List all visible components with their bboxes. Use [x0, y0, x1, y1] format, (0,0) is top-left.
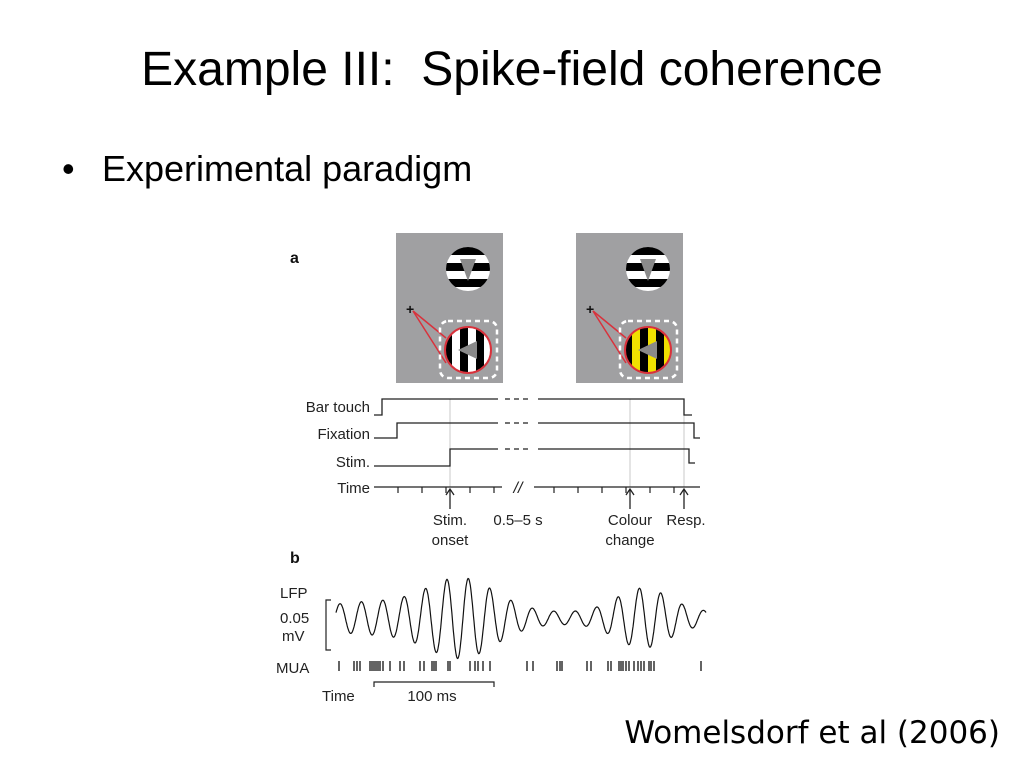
bullet-item: • Experimental paradigm	[62, 148, 472, 190]
panel-b-label: b	[290, 550, 300, 567]
slide-title: Example III: Spike-field coherence	[141, 43, 883, 96]
mua-label: MUA	[276, 660, 309, 677]
attention-box	[618, 319, 679, 380]
time-label: Time	[322, 688, 355, 705]
scale-value-label: 0.05	[280, 610, 309, 627]
axis-break-mark: //	[513, 480, 524, 497]
display-panel-initial: +	[396, 233, 503, 383]
target-marker-circle	[624, 326, 672, 374]
marker-line	[592, 310, 627, 339]
row-label-bar-touch: Bar touch	[306, 399, 370, 416]
event-label-stim-onset: onset	[432, 532, 470, 549]
panel-a-label: a	[290, 250, 299, 267]
display-panel-colour-change: +	[576, 233, 683, 383]
event-label-stim-onset: Stim.	[433, 512, 467, 529]
trace-bar-touch	[538, 398, 692, 416]
row-label-time: Time	[337, 480, 370, 497]
lfp-label: LFP	[280, 585, 308, 602]
citation: Womelsdorf et al (2006)	[624, 715, 1000, 751]
row-label-fixation: Fixation	[317, 426, 370, 443]
marker-line	[592, 310, 627, 364]
arrow-left-icon	[458, 341, 477, 359]
trace-bar-touch	[374, 398, 498, 416]
trace-stim	[538, 448, 695, 464]
bullet-text: Experimental paradigm	[102, 148, 473, 189]
mua-spike-train	[338, 661, 702, 671]
target-marker-circle	[444, 326, 492, 374]
scale-unit-label: mV	[282, 628, 305, 645]
arrow-down-icon	[640, 259, 656, 281]
trace-stim	[374, 448, 498, 467]
event-label-colour-change: Colour	[608, 512, 652, 529]
time-scale-bar	[373, 681, 495, 687]
arrow-up-icon	[625, 487, 635, 509]
event-label-colour-change: change	[605, 532, 654, 549]
marker-line	[412, 310, 447, 339]
arrow-down-icon	[460, 259, 476, 281]
event-label-response: Resp.	[666, 512, 705, 529]
trace-fixation	[374, 422, 498, 439]
distractor-grating	[626, 247, 670, 291]
distractor-grating	[446, 247, 490, 291]
fixation-cross: +	[586, 301, 594, 317]
attention-box	[438, 319, 499, 380]
target-grating	[444, 326, 492, 374]
target-grating-changed	[624, 326, 672, 374]
paradigm-figure: a +	[276, 233, 707, 705]
bullet-dot: •	[62, 148, 75, 189]
interval-label: 0.5–5 s	[493, 512, 542, 529]
arrow-up-icon	[445, 487, 455, 509]
fixation-cross: +	[406, 301, 414, 317]
lfp-scale-bar	[325, 599, 331, 651]
arrow-up-icon	[679, 487, 689, 509]
time-scale-label: 100 ms	[407, 688, 456, 705]
row-label-stim: Stim.	[336, 454, 370, 471]
lfp-trace	[335, 577, 707, 660]
arrow-left-icon	[638, 341, 657, 359]
trace-fixation	[538, 422, 700, 439]
marker-line	[412, 310, 447, 364]
